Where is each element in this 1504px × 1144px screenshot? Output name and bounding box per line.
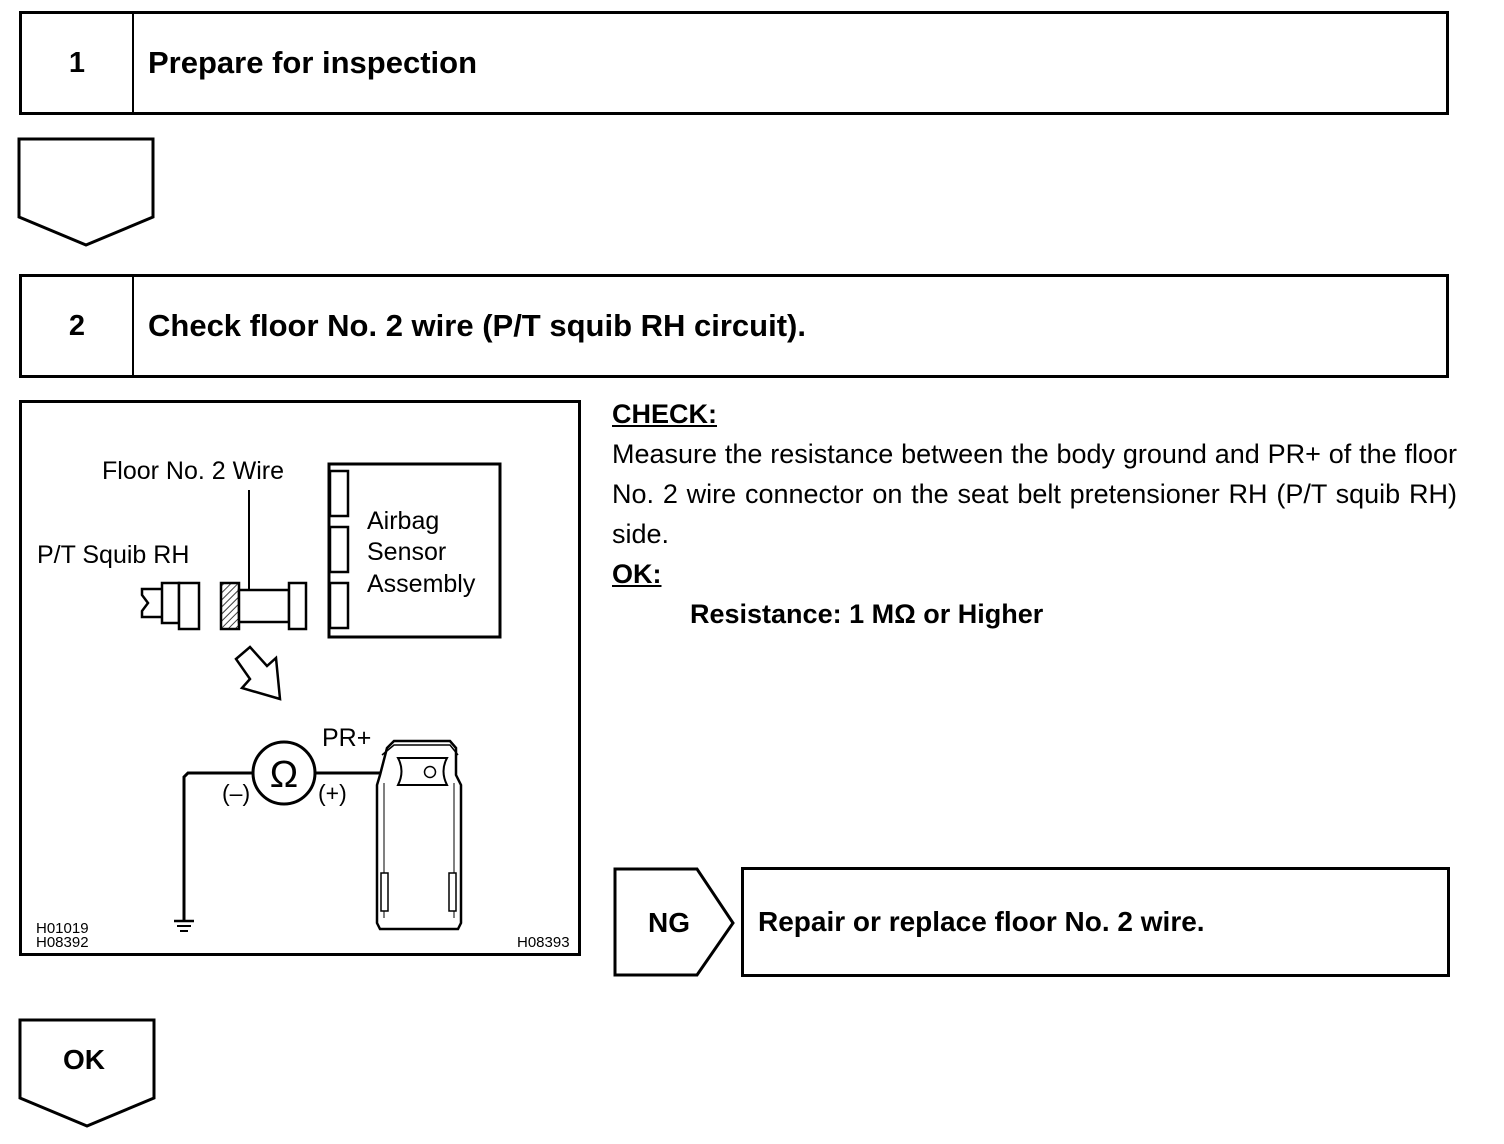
ng-action-text: Repair or replace floor No. 2 wire. [758, 906, 1205, 937]
ok-heading: OK: [612, 559, 662, 589]
wiring-diagram: Floor No. 2 Wire P/T Squib RH Airbag Sen… [19, 400, 581, 956]
figure-code-1: H01019 [36, 920, 89, 937]
airbag-sensor-assembly: Airbag Sensor Assembly [327, 462, 502, 639]
floor-wire-label: Floor No. 2 Wire [102, 457, 284, 485]
pr-plus-label: PR+ [322, 724, 371, 752]
step-2-title: Check floor No. 2 wire (P/T squib RH cir… [148, 308, 806, 343]
step-2-number: 2 [22, 277, 134, 375]
wire-connector-icon [219, 581, 308, 631]
check-heading: CHECK: [612, 399, 717, 429]
ng-action-box: Repair or replace floor No. 2 wire. [741, 867, 1450, 977]
ng-tag: NG [613, 867, 737, 984]
connector-front-view-icon [375, 739, 463, 931]
check-section: CHECK: Measure the resistance between th… [612, 394, 1457, 634]
figure-code-2: H08392 [36, 934, 89, 951]
flow-down-arrow-icon [17, 137, 155, 247]
ohm-symbol: Ω [270, 754, 298, 796]
step-1-box: 1 Prepare for inspection [19, 11, 1449, 115]
ng-label: NG [648, 907, 690, 938]
check-instruction: Measure the resistance between the body … [612, 439, 1457, 549]
minus-lead-label: (–) [222, 780, 250, 806]
figure-code-3: H08393 [517, 934, 570, 951]
ok-arrow: OK [18, 1018, 158, 1135]
view-direction-arrow-icon [234, 645, 282, 701]
ok-label: OK [63, 1044, 105, 1075]
step-1-number: 1 [22, 14, 134, 112]
sensor-label-3: Assembly [367, 570, 476, 598]
ohmmeter-icon: Ω [251, 740, 317, 806]
plus-lead-label: (+) [318, 780, 347, 806]
squib-connector-icon [140, 581, 201, 631]
ground-icon [174, 919, 194, 932]
sensor-label-1: Airbag [367, 507, 439, 535]
resistance-spec: Resistance: 1 MΩ or Higher [690, 599, 1044, 629]
step-2-box: 2 Check floor No. 2 wire (P/T squib RH c… [19, 274, 1449, 378]
sensor-label-2: Sensor [367, 538, 446, 566]
step-1-title: Prepare for inspection [148, 45, 478, 80]
squib-label: P/T Squib RH [37, 541, 189, 569]
